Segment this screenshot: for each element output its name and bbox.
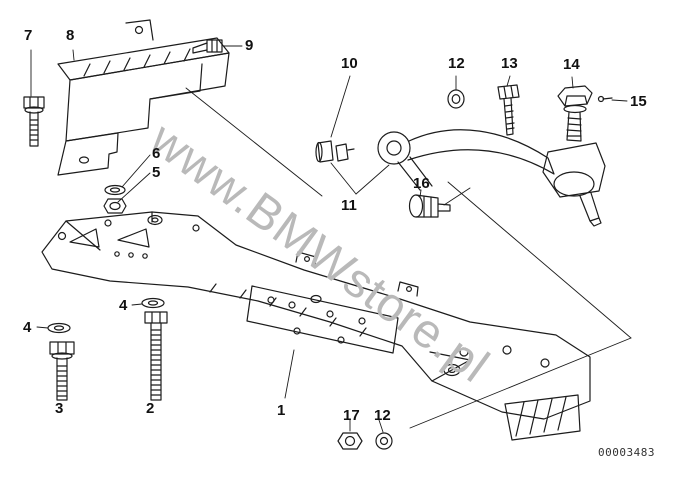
callout-4-mid: 4: [119, 297, 128, 314]
part-1-crossmember: [41, 211, 591, 441]
part-14-ball-joint: [542, 142, 606, 227]
part-14-nut: [557, 85, 593, 142]
part-5-nut: [103, 198, 127, 214]
part-16-bushing: [408, 194, 451, 218]
callout-2: 2: [146, 400, 155, 417]
callout-8: 8: [66, 27, 75, 44]
part-7-bolt: [23, 96, 45, 147]
part-4-washer-left: [47, 322, 71, 334]
part-8-bracket: [57, 19, 230, 176]
part-13-bolt: [497, 84, 520, 136]
part-15-grease-pin: [597, 95, 613, 103]
callout-15: 15: [630, 93, 647, 110]
diagram-part-code: 00003483: [598, 446, 655, 459]
callout-14: 14: [563, 56, 580, 73]
part-11-control-arm: [377, 129, 555, 191]
part-9-screw: [192, 39, 223, 54]
callout-6: 6: [152, 145, 161, 162]
callout-12-top: 12: [448, 55, 465, 72]
callout-4-left: 4: [23, 319, 32, 336]
callout-5: 5: [152, 164, 161, 181]
callout-7: 7: [24, 27, 33, 44]
part-10-bushing: [315, 140, 355, 163]
callout-11: 11: [341, 197, 357, 214]
callout-1: 1: [277, 402, 286, 419]
part-6-washer: [104, 184, 126, 196]
callout-3: 3: [55, 400, 64, 417]
callout-13: 13: [501, 55, 518, 72]
part-3-bolt: [49, 341, 75, 401]
callout-9: 9: [245, 37, 254, 54]
leader-lines: [30, 45, 632, 433]
part-12-nut-top: [447, 89, 465, 109]
callout-10: 10: [341, 55, 358, 72]
part-2-bolt: [144, 311, 168, 401]
callout-16: 16: [413, 175, 430, 192]
part-12-washer-bottom: [375, 432, 393, 450]
part-4-washer-mid: [141, 297, 165, 309]
callout-12-bottom: 12: [374, 407, 391, 424]
callout-17: 17: [343, 407, 360, 424]
part-17-nut: [337, 432, 363, 450]
